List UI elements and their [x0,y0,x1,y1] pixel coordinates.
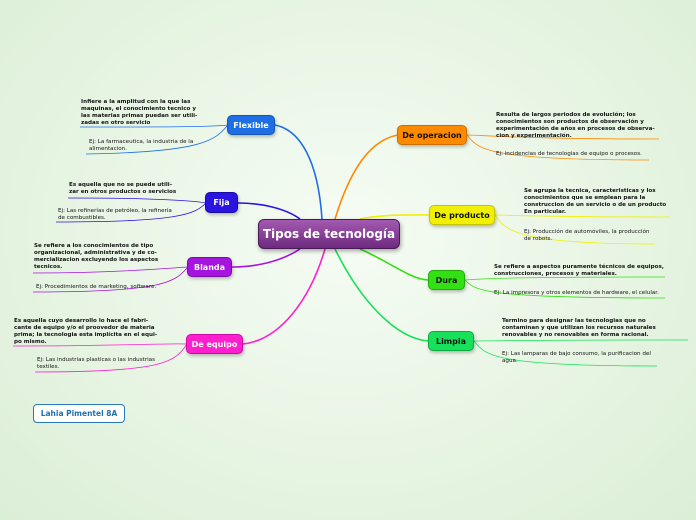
de-operacion-definition: Resulta de largos periodos de evolución;… [496,112,655,139]
connector-flexible [274,124,323,220]
leaf-limpia-def [473,339,689,342]
node-limpia[interactable]: Limpia [428,331,474,351]
connector-de-equipo [242,248,326,345]
leaf-dura-def [464,276,666,281]
blanda-example: Ej: Procedimientos de marketing, softwar… [36,284,157,290]
dura-example: Ej: La impresora y otros elementos de ha… [494,290,659,296]
connector-fija [237,202,301,220]
de-equipo-definition: Es aquella cuyo desarrollo lo hace el fa… [14,318,158,345]
node-flexible[interactable]: Flexible [227,115,275,135]
flexible-definition: Infiere a la amplitud con la que las maq… [81,99,198,126]
leaf-fija-def [67,197,207,204]
node-blanda[interactable]: Blanda [187,257,232,277]
node-dura[interactable]: Dura [428,270,465,290]
node-fija[interactable]: Fija [205,192,238,213]
de-operacion-example: Ej: incidencias de tecnologias de equipo… [496,151,642,157]
de-equipo-example: Ej: Las industrias plasticas o las indus… [37,357,156,370]
leaf-de-producto-def [494,214,671,218]
author-label[interactable]: Lahia Pimentel 8A [33,404,125,423]
node-de-producto[interactable]: De producto [429,205,495,225]
connector-de-producto [359,214,431,220]
fija-example: Ej: Las refinerías de petróleo, la refin… [58,208,172,221]
connector-blanda [231,248,301,268]
leaf-de-equipo-ex [34,343,188,373]
leaf-de-operacion-ex [466,134,650,161]
connector-de-operacion [334,134,399,220]
leaf-de-equipo-def [12,343,188,347]
node-de-operacion[interactable]: De operacion [397,125,467,145]
leaf-flexible-def [79,124,229,128]
leaf-de-producto-ex [494,214,656,245]
leaf-dura-ex [464,279,666,299]
blanda-definition: Se refiere a los conocimientos de tipo o… [34,243,159,270]
dura-definition: Se refiere a aspectos puramente técnicos… [494,264,664,277]
fija-definition: Es aquella que no se puede utili- zar en… [69,182,177,195]
leaf-blanda-def [32,266,189,274]
de-producto-example: Ej: Producción de automóviles, la produc… [524,229,650,242]
leaf-fija-ex [55,202,207,223]
node-de-equipo[interactable]: De equipo [186,334,243,354]
leaf-limpia-ex [473,340,658,367]
connector-limpia [334,248,429,342]
limpia-definition: Termino para designar las tecnologias qu… [502,318,656,338]
flexible-example: Ej: La farmaceutica, la industria de la … [89,139,194,152]
central-topic[interactable]: Tipos de tecnología [258,219,400,249]
leaf-blanda-ex [32,266,189,293]
connector-dura [359,248,429,281]
de-producto-definition: Se agrupa la tecnica, caracteristicas y … [524,188,667,215]
leaf-flexible-ex [85,124,229,155]
limpia-example: Ej: Las lamparas de bajo consumo, la pur… [502,351,651,364]
leaf-de-operacion-def [466,134,660,140]
